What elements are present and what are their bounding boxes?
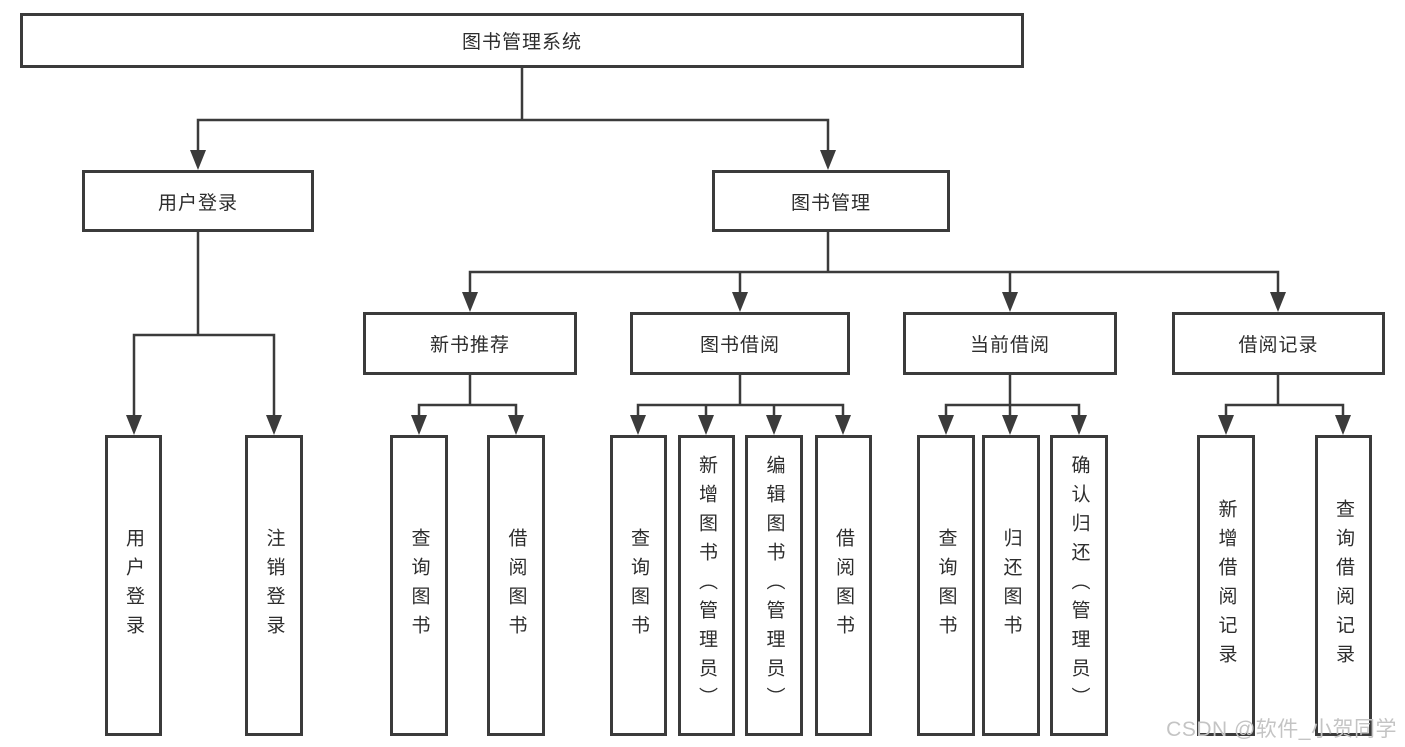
node-label: 用户登录 <box>157 192 238 214</box>
node-label: 借阅图书 <box>505 527 527 644</box>
node-label: 借阅记录 <box>1238 335 1319 356</box>
node-new-book-recommend: 新书推荐 <box>363 312 577 375</box>
leaf-return-books: 归还图书 <box>982 435 1040 736</box>
node-label: 归还图书 <box>1000 527 1022 644</box>
node-label: 用户登录 <box>123 527 144 644</box>
leaf-add-borrow-record: 新增借阅记录 <box>1197 435 1255 736</box>
node-label: 新增借阅记录 <box>1215 498 1237 673</box>
leaf-query-books-current: 查询图书 <box>917 435 975 736</box>
node-label: 查询图书 <box>628 527 649 644</box>
node-label: 注销登录 <box>263 527 285 644</box>
node-label: 查询图书 <box>408 527 430 644</box>
node-label: 图书管理 <box>790 192 871 214</box>
node-book-management: 图书管理 <box>712 170 950 232</box>
leaf-logout: 注销登录 <box>245 435 303 736</box>
node-label: 借阅图书 <box>833 527 854 644</box>
leaf-borrow-books: 借阅图书 <box>815 435 872 736</box>
leaf-borrow-books-recommend: 借阅图书 <box>487 435 545 736</box>
leaf-edit-book-admin: 编辑图书（管理员） <box>745 435 803 736</box>
node-label: 图书管理系统 <box>461 32 582 53</box>
node-user-login: 用户登录 <box>82 170 314 232</box>
node-label: 查询借阅记录 <box>1333 498 1354 673</box>
arrow-down-icons <box>126 150 1351 435</box>
leaf-query-books-borrow: 查询图书 <box>610 435 667 736</box>
node-library-system: 图书管理系统 <box>20 13 1024 68</box>
node-label: 新增图书（管理员） <box>696 455 717 716</box>
node-label: 图书借阅 <box>699 335 780 356</box>
leaf-query-books-recommend: 查询图书 <box>390 435 448 736</box>
leaf-confirm-return-admin: 确认归还（管理员） <box>1050 435 1108 736</box>
node-label: 当前借阅 <box>969 335 1050 356</box>
node-label: 查询图书 <box>935 527 957 644</box>
node-label: 新书推荐 <box>429 335 510 356</box>
node-current-borrow: 当前借阅 <box>903 312 1117 375</box>
node-label: 编辑图书（管理员） <box>763 455 785 716</box>
leaf-query-borrow-record: 查询借阅记录 <box>1315 435 1372 736</box>
leaf-add-book-admin: 新增图书（管理员） <box>678 435 735 736</box>
node-borrow-records: 借阅记录 <box>1172 312 1385 375</box>
node-label: 确认归还（管理员） <box>1068 455 1090 716</box>
leaf-user-login: 用户登录 <box>105 435 162 736</box>
node-book-borrow: 图书借阅 <box>630 312 850 375</box>
